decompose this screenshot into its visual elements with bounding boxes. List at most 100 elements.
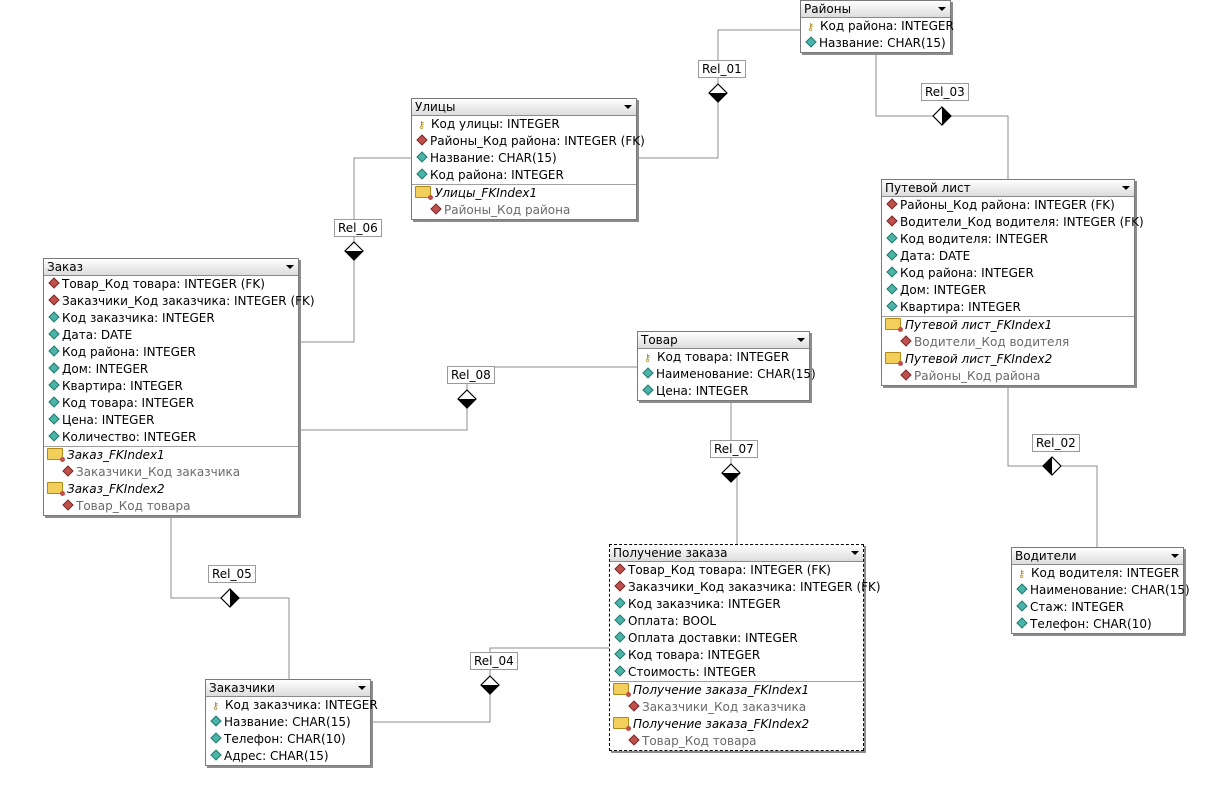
column-row[interactable]: Код района: INTEGER (882, 265, 1134, 282)
chevron-down-icon[interactable] (624, 105, 632, 109)
index-column-row: Районы_Код района (882, 368, 1134, 385)
entity-title[interactable]: Путевой лист (882, 180, 1134, 197)
index-folder-icon (885, 352, 903, 366)
column-row[interactable]: Районы_Код района: INTEGER (FK) (882, 197, 1134, 214)
foreign-key-icon (430, 203, 442, 215)
column-row[interactable]: Название: CHAR(15) (412, 150, 636, 167)
chevron-down-icon[interactable] (938, 7, 946, 11)
index-row[interactable]: Заказ_FKIndex1 (44, 447, 298, 464)
column-text: Количество: INTEGER (62, 430, 197, 444)
relationship-label[interactable]: Rel_02 (1032, 434, 1080, 452)
column-row[interactable]: Квартира: INTEGER (44, 378, 298, 395)
column-row[interactable]: Код района: INTEGER (412, 167, 636, 184)
column-row[interactable]: Телефон: CHAR(10) (1012, 616, 1183, 633)
index-row[interactable]: Получение заказа_FKIndex2 (610, 716, 863, 733)
column-row[interactable]: Квартира: INTEGER (882, 299, 1134, 316)
column-row[interactable]: ⚷Код водителя: INTEGER (1012, 565, 1183, 582)
entity-title[interactable]: Водители (1012, 548, 1183, 565)
column-row[interactable]: Оплата доставки: INTEGER (610, 630, 863, 647)
column-row[interactable]: Код товара: INTEGER (44, 395, 298, 412)
column-row[interactable]: Районы_Код района: INTEGER (FK) (412, 133, 645, 150)
column-row[interactable]: Дом: INTEGER (882, 282, 1134, 299)
relationship-label[interactable]: Rel_07 (710, 440, 758, 458)
column-row[interactable]: Код товара: INTEGER (610, 647, 863, 664)
entity-name: Заказ (47, 260, 84, 274)
column-text: Код заказчика: INTEGER (225, 698, 378, 712)
column-row[interactable]: Наименование: CHAR(15) (1012, 582, 1190, 599)
index-row[interactable]: Заказ_FKIndex2 (44, 481, 298, 498)
relationship-label[interactable]: Rel_01 (698, 60, 746, 78)
relationship-label[interactable]: Rel_06 (334, 219, 382, 237)
index-row[interactable]: Путевой лист_FKIndex1 (882, 317, 1134, 334)
column-row[interactable]: Водители_Код водителя: INTEGER (FK) (882, 214, 1144, 231)
column-row[interactable]: Код района: INTEGER (44, 344, 298, 361)
attribute-icon (886, 283, 898, 295)
chevron-down-icon[interactable] (851, 551, 859, 555)
column-row[interactable]: Товар_Код товара: INTEGER (FK) (44, 276, 298, 293)
column-row[interactable]: ⚷Код заказчика: INTEGER (206, 697, 378, 714)
column-row[interactable]: Дата: DATE (882, 248, 1134, 265)
column-text: Цена: INTEGER (62, 413, 155, 427)
entity-title[interactable]: Заказчики (206, 680, 370, 697)
column-row[interactable]: Стоимость: INTEGER (610, 664, 863, 681)
column-row[interactable]: ⚷Код района: INTEGER (801, 18, 954, 35)
index-row[interactable]: Путевой лист_FKIndex2 (882, 351, 1134, 368)
chevron-down-icon[interactable] (286, 265, 294, 269)
column-row[interactable]: Цена: INTEGER (638, 383, 809, 400)
column-row[interactable]: Телефон: CHAR(10) (206, 731, 370, 748)
column-row[interactable]: Заказчики_Код заказчика: INTEGER (FK) (610, 579, 881, 596)
column-row[interactable]: ⚷Код товара: INTEGER (638, 349, 809, 366)
chevron-down-icon[interactable] (358, 686, 366, 690)
chevron-down-icon[interactable] (1171, 554, 1179, 558)
column-text: Стоимость: INTEGER (628, 665, 757, 679)
column-row[interactable]: Количество: INTEGER (44, 429, 298, 446)
relationship-label[interactable]: Rel_03 (921, 83, 969, 101)
column-row[interactable]: Наименование: CHAR(15) (638, 366, 816, 383)
index-folder-icon (415, 186, 433, 200)
column-row[interactable]: Цена: INTEGER (44, 412, 298, 429)
index-name: Получение заказа_FKIndex1 (633, 683, 810, 697)
attribute-icon (886, 249, 898, 261)
column-text: Код товара: INTEGER (62, 396, 195, 410)
entity-title[interactable]: Получение заказа (610, 545, 863, 562)
chevron-down-icon[interactable] (1122, 186, 1130, 190)
entity-title[interactable]: Заказ (44, 259, 298, 276)
column-row[interactable]: Код водителя: INTEGER (882, 231, 1134, 248)
column-text: Код улицы: INTEGER (431, 117, 560, 131)
index-column-row: Товар_Код товара (44, 498, 298, 515)
relationship-label[interactable]: Rel_05 (208, 565, 256, 583)
column-text: Оплата: BOOL (628, 614, 717, 628)
chevron-down-icon[interactable] (797, 338, 805, 342)
column-row[interactable]: Код заказчика: INTEGER (610, 596, 863, 613)
column-row[interactable]: Название: CHAR(15) (206, 714, 370, 731)
column-text: Телефон: CHAR(10) (224, 732, 346, 746)
column-row[interactable]: Дом: INTEGER (44, 361, 298, 378)
column-row[interactable]: Товар_Код товара: INTEGER (FK) (610, 562, 863, 579)
column-row[interactable]: ⚷Код улицы: INTEGER (412, 116, 636, 133)
index-row[interactable]: Получение заказа_FKIndex1 (610, 682, 863, 699)
attribute-icon (48, 396, 60, 408)
column-row[interactable]: Название: CHAR(15) (801, 35, 950, 52)
relationship-label[interactable]: Rel_08 (447, 366, 495, 384)
index-name: Получение заказа_FKIndex2 (633, 717, 810, 731)
relationship-label[interactable]: Rel_04 (470, 652, 518, 670)
entity-title[interactable]: Товар (638, 332, 809, 349)
column-row[interactable]: Дата: DATE (44, 327, 298, 344)
column-row[interactable]: Заказчики_Код заказчика: INTEGER (FK) (44, 293, 315, 310)
index-row[interactable]: Улицы_FKIndex1 (412, 185, 636, 202)
column-row[interactable]: Оплата: BOOL (610, 613, 863, 630)
column-row[interactable]: Адрес: CHAR(15) (206, 748, 370, 765)
entity-title[interactable]: Улицы (412, 99, 636, 116)
entity-title[interactable]: Районы (801, 1, 950, 18)
column-row[interactable]: Код заказчика: INTEGER (44, 310, 298, 327)
column-row[interactable]: Стаж: INTEGER (1012, 599, 1183, 616)
